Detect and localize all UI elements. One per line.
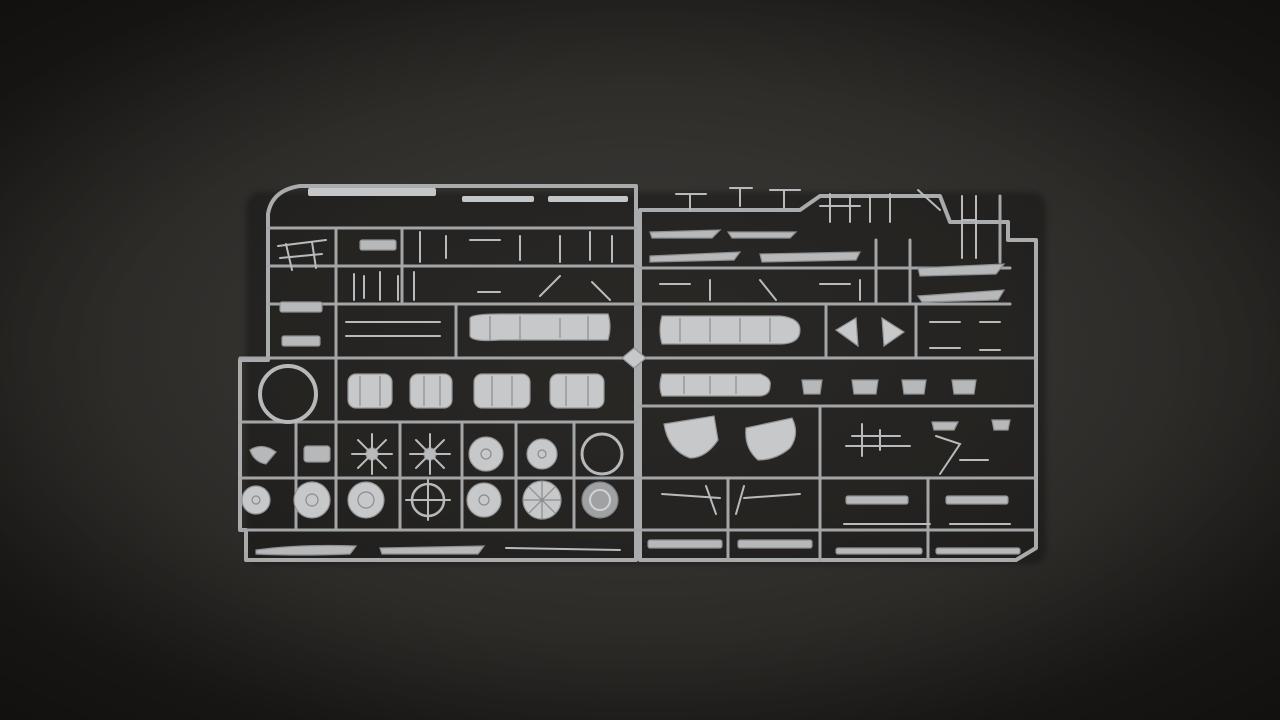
blade-part — [649, 229, 722, 239]
wheel-part — [466, 482, 502, 518]
small-parts-bottom-right — [647, 419, 1021, 555]
wheel-part — [293, 481, 331, 519]
nozzle-ribs — [683, 376, 737, 394]
spoked-hub-part — [409, 433, 451, 475]
small-lever-parts — [659, 279, 861, 301]
sprue-gate-diamond — [621, 347, 647, 369]
drum-part — [409, 373, 453, 409]
bar-part — [845, 495, 909, 505]
wheel-part — [468, 436, 504, 472]
ring-part — [258, 364, 318, 424]
spoked-hub-part — [351, 433, 393, 475]
shield-part — [663, 415, 719, 459]
shield-part — [745, 417, 797, 461]
wing-part — [916, 289, 1006, 303]
drum-part — [473, 373, 531, 409]
small-parts-top-left — [277, 231, 613, 347]
plate-part — [281, 335, 321, 347]
part-strip — [548, 196, 628, 202]
small-rod-parts — [929, 321, 1001, 351]
bar-part — [737, 539, 813, 549]
left-sprue-frame — [238, 184, 638, 562]
nozzle-ribs — [489, 316, 589, 340]
wheel-part — [241, 485, 271, 515]
wheel-parts-row2 — [241, 479, 619, 521]
part-strip — [462, 196, 534, 202]
long-blade-part — [379, 545, 486, 555]
wheel-part — [347, 481, 385, 519]
wheel-part — [581, 481, 619, 519]
drum-part — [549, 373, 605, 409]
drum-ribs — [359, 376, 589, 406]
fin-part — [881, 316, 906, 348]
left-frame-outline — [238, 184, 638, 562]
frame-part — [845, 423, 911, 457]
t-bracket-parts — [675, 187, 801, 211]
lever-parts — [477, 275, 611, 301]
box-part — [303, 445, 331, 463]
long-rod-parts — [345, 321, 441, 337]
wheel-parts-row1 — [249, 432, 624, 476]
ladder-part — [961, 195, 977, 259]
pin-parts — [819, 189, 941, 223]
blade-part — [726, 231, 798, 239]
wheel-part — [526, 438, 558, 470]
nozzle-half — [659, 373, 771, 397]
strut-parts — [661, 485, 801, 515]
bar-part — [945, 495, 1009, 505]
bar-part — [835, 547, 923, 555]
wing-part — [917, 263, 1006, 277]
nozzle-half — [659, 315, 801, 345]
pin-parts — [419, 231, 613, 263]
long-rod-part — [505, 547, 621, 551]
label-strip — [308, 188, 436, 196]
blade-part — [759, 251, 861, 263]
bar-part — [935, 547, 1021, 555]
small-block-part — [931, 421, 959, 431]
cone-parts — [801, 379, 977, 395]
nozzle-ribs — [679, 318, 771, 342]
wheel-spokes — [523, 481, 561, 519]
dish-part — [249, 445, 277, 465]
blade-part — [649, 251, 742, 263]
right-frame-outline — [638, 194, 1038, 562]
long-blade-part — [255, 544, 358, 556]
rod-parts — [353, 271, 415, 301]
nozzle-part-left — [469, 313, 611, 342]
ring-part — [580, 432, 624, 476]
bracket-part — [935, 435, 989, 475]
nozzle-part-right — [659, 315, 801, 397]
small-parts-top-right — [649, 187, 1006, 351]
bar-part — [647, 539, 723, 549]
drum-part — [347, 373, 393, 409]
nozzle-half — [469, 313, 611, 342]
plate-part — [279, 301, 323, 313]
fin-part — [834, 316, 859, 348]
small-block-part — [991, 419, 1011, 431]
spoked-hub-part — [405, 479, 451, 521]
drum-parts — [347, 373, 605, 409]
strut-part — [277, 239, 327, 271]
block-part — [359, 239, 397, 251]
